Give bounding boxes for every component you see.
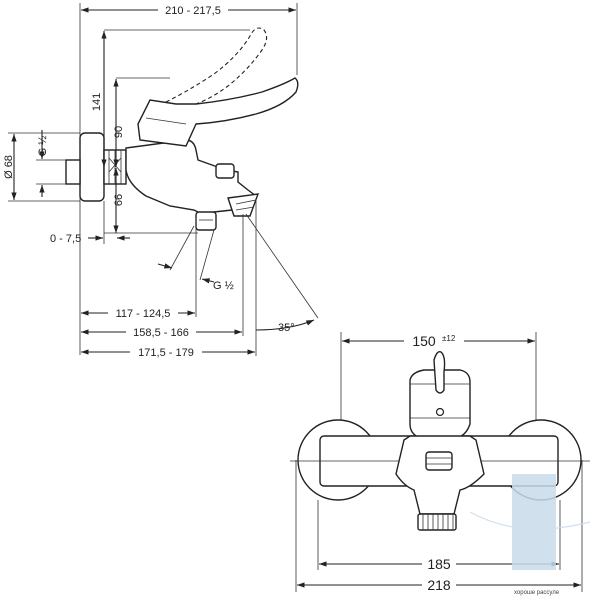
watermark: хороше рассуле xyxy=(469,474,591,596)
watermark-swoosh xyxy=(469,511,591,530)
dim-label-90: 90 xyxy=(113,126,125,138)
front-view: 150 ±12 185 xyxy=(290,330,590,593)
watermark-bar xyxy=(512,474,556,570)
dim-label-top-width: 210 - 217,5 xyxy=(165,5,221,17)
dim-label-117: 117 - 124,5 xyxy=(116,308,171,320)
dim-label-218: 218 xyxy=(427,577,451,593)
dim-arc-35 xyxy=(255,319,315,331)
inlet-pipe xyxy=(65,159,81,185)
front-lower-body xyxy=(395,435,485,515)
lever-indicator-dot xyxy=(435,407,445,417)
diverter-knob xyxy=(215,163,235,179)
wall-flange xyxy=(79,132,105,202)
dim-label-158: 158,5 - 166 xyxy=(133,327,189,339)
dim-line-g-half-bottom-a xyxy=(157,263,173,269)
bottom-connector xyxy=(195,211,217,231)
dim-label-0-75: 0 - 7,5 xyxy=(50,233,81,245)
aerator xyxy=(417,513,457,531)
dim-label-g-half-bottom: G ½ xyxy=(213,280,234,292)
front-lever-grip xyxy=(433,350,446,394)
dim-label-150-tolerance: ±12 xyxy=(442,334,456,343)
spout-outlet xyxy=(227,193,260,217)
dim-label-35: 35° xyxy=(278,322,295,334)
dim-label-171: 171,5 - 179 xyxy=(138,347,194,359)
dim-label-g-half-top: G ½ xyxy=(37,136,49,157)
dim-label-150: 150 xyxy=(412,333,436,349)
side-view: 210 - 217,5 141 90 xyxy=(3,3,319,359)
dim-line-g-half-bottom-b xyxy=(201,278,215,284)
dim-label-68: Ø 68 xyxy=(3,155,15,179)
dim-label-185: 185 xyxy=(427,556,451,572)
lever-handle-alternate xyxy=(165,27,268,105)
dim-label-141: 141 xyxy=(91,93,103,111)
dim-label-66: 66 xyxy=(113,194,125,206)
front-lever-body xyxy=(409,369,471,439)
front-diverter-knob xyxy=(425,451,453,471)
watermark-text: хороше рассуле xyxy=(514,590,560,596)
lever-handle xyxy=(137,77,299,147)
